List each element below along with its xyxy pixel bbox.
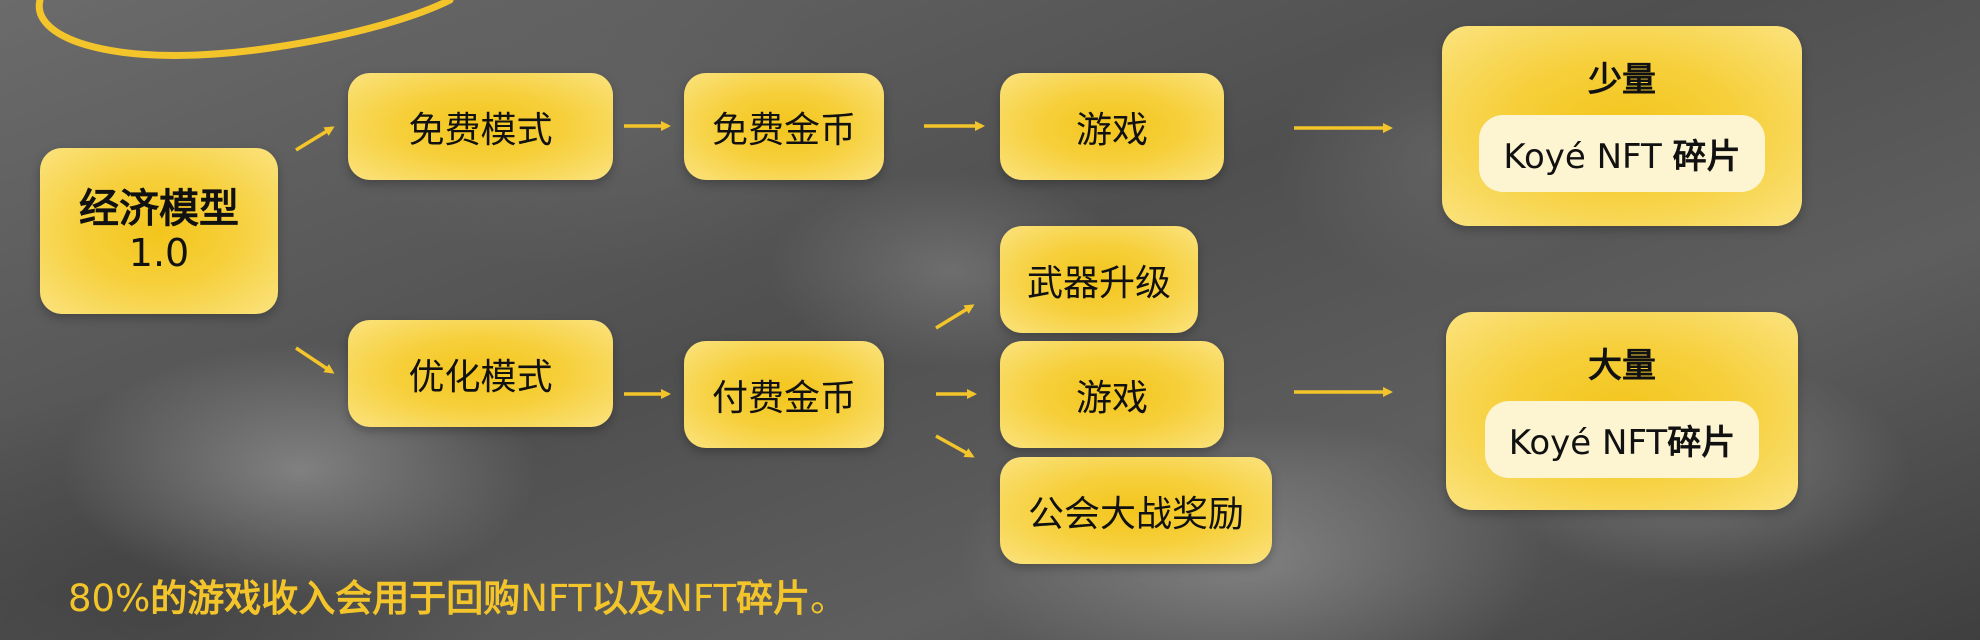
footer-note: 80%的游戏收入会用于回购NFT以及NFT碎片。 [68, 568, 847, 622]
arrow-paid-weapon [935, 304, 975, 330]
game-box-top: 游戏 [1000, 73, 1224, 180]
footer-text-3: 碎片 [736, 577, 811, 620]
nft-name: Koyé NFT [1508, 423, 1668, 463]
root-version: 1.0 [128, 231, 190, 276]
weapon-upgrade-box: 武器升级 [1000, 226, 1198, 333]
fragment-label: 碎片 [1667, 423, 1736, 463]
small-quantity-label: 少量 [1588, 60, 1656, 100]
footer-period: 。 [810, 577, 848, 620]
koye-nft-fragment-pill: Koyé NFT 碎片 [1479, 115, 1765, 192]
arrow-root-free [295, 126, 335, 152]
footer-text-2: 以及 [591, 577, 666, 620]
footer-nft-2: NFT [665, 577, 737, 620]
free-mode-box: 免费模式 [348, 73, 613, 180]
optimized-mode-box: 优化模式 [348, 320, 613, 427]
footer-percent: 80% [68, 577, 151, 620]
footer-nft-1: NFT [520, 577, 592, 620]
nft-name: Koyé NFT [1503, 137, 1673, 177]
paid-coin-box: 付费金币 [684, 341, 884, 448]
root-title: 经济模型 [79, 186, 239, 233]
arrow-paid-guild [935, 434, 975, 458]
economic-model-box: 经济模型 1.0 [40, 148, 278, 314]
guild-war-reward-box: 公会大战奖励 [1000, 457, 1272, 564]
arrow-root-opt [295, 346, 335, 374]
free-coin-box: 免费金币 [684, 73, 884, 180]
large-quantity-label: 大量 [1588, 346, 1656, 386]
footer-text-1: 的游戏收入会用于回购 [150, 577, 521, 620]
koye-nft-fragment-pill: Koyé NFT碎片 [1484, 401, 1760, 478]
small-nft-output-box: 少量 Koyé NFT 碎片 [1442, 26, 1802, 226]
large-nft-output-box: 大量 Koyé NFT碎片 [1446, 312, 1798, 510]
fragment-label: 碎片 [1672, 137, 1741, 177]
game-box-middle: 游戏 [1000, 341, 1224, 448]
